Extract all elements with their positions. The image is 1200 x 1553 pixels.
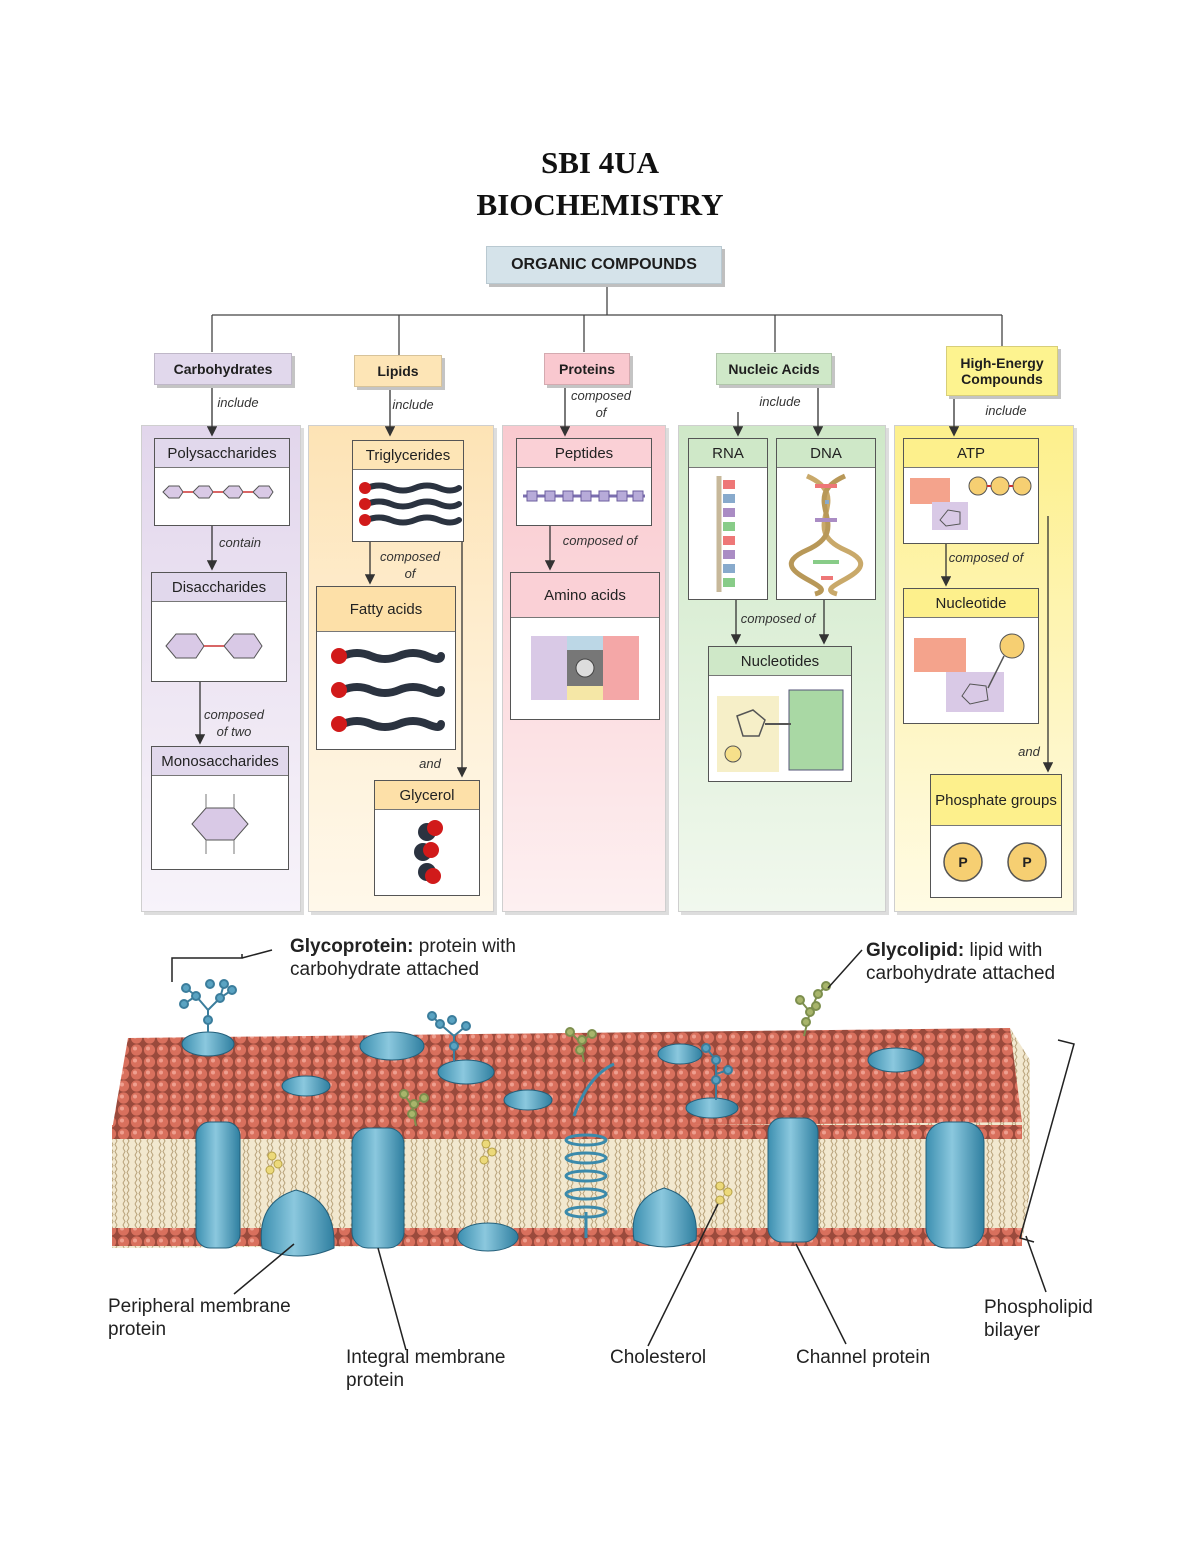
link-lipids-include: include	[392, 397, 434, 412]
category-lipids: Lipids	[354, 355, 442, 387]
peripheral-protein-label: Peripheral membrane protein	[108, 1296, 291, 1340]
amino-acids-label: Amino acids	[511, 573, 659, 618]
dna-double-helix-icon	[788, 473, 864, 597]
glycolipid-caption: Glycolipid: lipid with carbohydrate atta…	[866, 939, 1076, 985]
triglyceride-molecule-icon	[359, 482, 462, 526]
category-carbohydrates: Carbohydrates	[154, 353, 292, 385]
monosaccharides-box: Monosaccharides	[151, 746, 289, 870]
glycolipid-definition: lipid with carbohydrate attached	[866, 940, 1056, 984]
dna-box: DNA	[776, 438, 876, 600]
glycolipid-term: Glycolipid:	[866, 940, 965, 961]
rna-strand-icon	[716, 476, 735, 592]
page-title-line1: SBI 4UA	[540, 145, 659, 180]
rna-label: RNA	[689, 439, 767, 468]
polysaccharides-box: Polysaccharides	[154, 438, 290, 526]
link-carb-include: include	[217, 395, 259, 410]
link-composed-of-two: composed of two	[204, 707, 264, 739]
glycerol-molecule-icon	[414, 820, 443, 884]
nucleotide-label: Nucleotide	[904, 589, 1038, 618]
fatty-acids-box: Fatty acids	[316, 586, 456, 750]
monosaccharides-label: Monosaccharides	[152, 747, 288, 776]
phosphate-groups-box: Phosphate groups P P	[930, 774, 1062, 898]
category-nucleic-acids: Nucleic Acids	[716, 353, 832, 385]
polysaccharides-label: Polysaccharides	[155, 439, 289, 468]
glycoprotein-term: Glycoprotein:	[290, 936, 414, 957]
link-energy-and: and	[1018, 744, 1040, 759]
fatty-acid-chains-icon	[331, 648, 445, 732]
triglycerides-box: Triglycerides	[352, 440, 464, 542]
rna-box: RNA	[688, 438, 768, 600]
atp-box: ATP	[903, 438, 1039, 544]
glycoprotein-caption: Glycoprotein: protein with carbohydrate …	[290, 935, 560, 981]
link-atp-composed: composed of	[948, 550, 1024, 565]
link-peptides-composed: composed of	[562, 533, 638, 548]
phosphate-p-text-1: P	[958, 854, 967, 870]
link-energy-include: include	[985, 403, 1027, 418]
dna-label: DNA	[777, 439, 875, 468]
nucleotide-box: Nucleotide	[903, 588, 1039, 724]
nucleotide-structure-icon	[717, 689, 844, 772]
channel-protein-label: Channel protein	[796, 1347, 931, 1368]
root-organic-compounds: ORGANIC COMPOUNDS	[486, 246, 722, 284]
monosaccharide-icon	[191, 794, 249, 854]
peptides-label: Peptides	[517, 439, 651, 468]
polysaccharide-chain-icon	[162, 485, 274, 499]
phospholipid-bilayer-label: Phospholipid bilayer	[984, 1297, 1093, 1341]
disaccharide-icon	[165, 633, 263, 659]
phosphate-icons: P P	[943, 842, 1047, 882]
phosphate-groups-label: Phosphate groups	[931, 775, 1061, 826]
peptides-box: Peptides	[516, 438, 652, 526]
link-contain: contain	[219, 535, 261, 550]
link-nucleic-composed: composed of	[740, 611, 816, 626]
triglycerides-label: Triglycerides	[353, 441, 463, 470]
glycerol-box: Glycerol	[374, 780, 480, 896]
link-proteins-composed: composed of	[571, 388, 631, 420]
amino-acid-structure-icon	[531, 636, 639, 700]
category-proteins: Proteins	[544, 353, 630, 385]
glycerol-label: Glycerol	[375, 781, 479, 810]
link-nucleic-include: include	[759, 394, 801, 409]
atp-label: ATP	[904, 439, 1038, 468]
amino-acids-box: Amino acids	[510, 572, 660, 720]
peptide-chain-icon	[523, 490, 645, 502]
nucleotides-box: Nucleotides	[708, 646, 852, 782]
nucleotides-label: Nucleotides	[709, 647, 851, 676]
fatty-acids-label: Fatty acids	[317, 587, 455, 632]
page-title-line2: BIOCHEMISTRY	[476, 187, 724, 222]
link-lipids-composed: composed of	[380, 549, 440, 581]
atp-molecule-icon	[910, 476, 1032, 530]
disaccharides-label: Disaccharides	[152, 573, 286, 602]
integral-protein-label: Integral membrane protein	[346, 1347, 506, 1391]
glycoprotein-definition: protein with carbohydrate attached	[290, 936, 516, 980]
link-lipids-and: and	[419, 756, 441, 771]
nucleotide-molecule-icon	[914, 633, 1025, 712]
phosphate-p-text-2: P	[1022, 854, 1031, 870]
category-high-energy: High-Energy Compounds	[946, 346, 1058, 396]
cholesterol-label: Cholesterol	[610, 1347, 707, 1368]
disaccharides-box: Disaccharides	[151, 572, 287, 682]
